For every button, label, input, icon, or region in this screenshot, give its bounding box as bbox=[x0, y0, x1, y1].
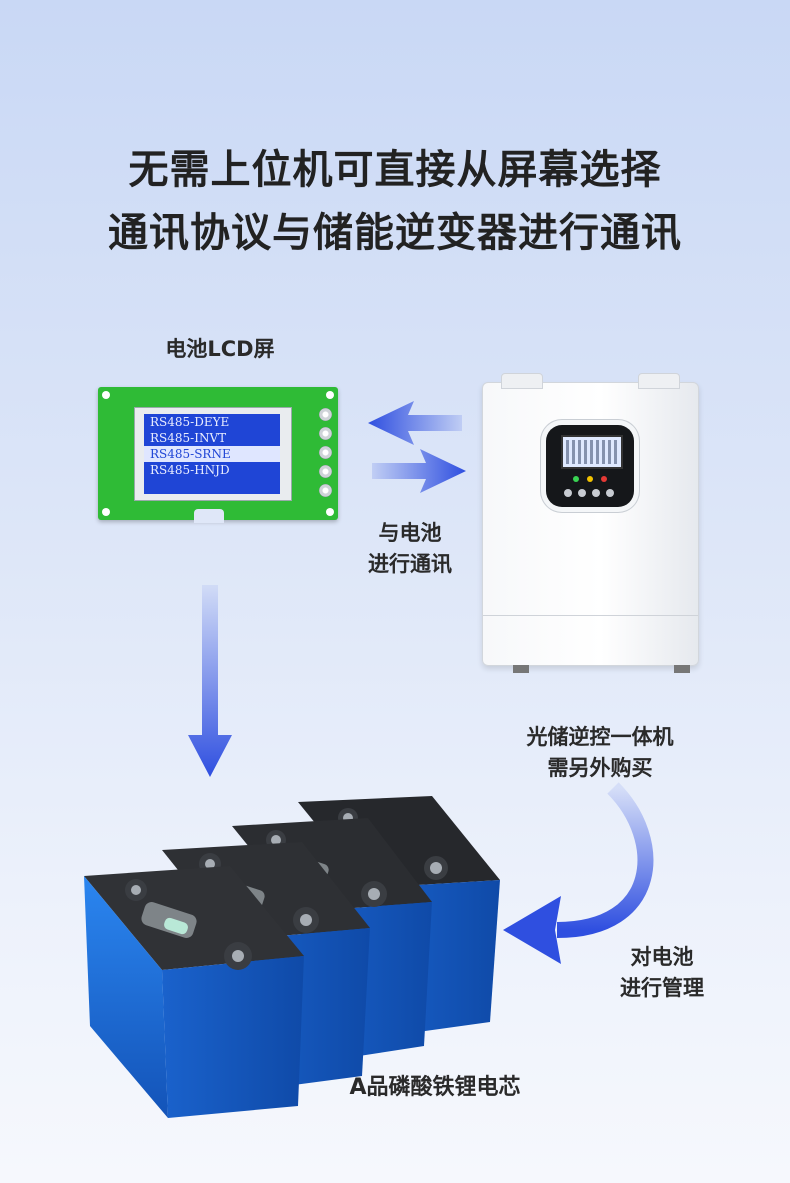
battery-label: A品磷酸铁锂电芯 bbox=[349, 1075, 521, 1100]
lcd-button[interactable] bbox=[319, 408, 332, 421]
arrow-left-icon bbox=[368, 401, 462, 445]
inverter-label-line-1: 光储逆控一体机 bbox=[526, 725, 674, 749]
lcd-protocol-row[interactable]: RS485-DEYE bbox=[150, 415, 230, 429]
comm-arrows bbox=[368, 401, 466, 493]
hybrid-inverter bbox=[482, 373, 699, 673]
arrow-down-icon bbox=[188, 585, 232, 777]
headline-line-2: 通讯协议与储能逆变器进行通讯 bbox=[108, 210, 682, 256]
lcd-button[interactable] bbox=[319, 465, 332, 478]
battery-pack bbox=[84, 796, 500, 1118]
lcd-board: RS485-DEYE RS485-INVT RS485-SRNE RS485-H… bbox=[98, 387, 338, 523]
lcd-frame: RS485-DEYE RS485-INVT RS485-SRNE RS485-H… bbox=[134, 407, 292, 501]
mount-hole bbox=[326, 508, 334, 516]
inverter-foot bbox=[674, 665, 690, 673]
inverter-control-panel bbox=[546, 425, 634, 507]
panel-key[interactable] bbox=[564, 489, 572, 497]
lcd-button[interactable] bbox=[319, 484, 332, 497]
manage-label-line-2: 进行管理 bbox=[620, 976, 704, 1000]
inverter-label: 光储逆控一体机 需另外购买 bbox=[500, 722, 700, 784]
status-led bbox=[587, 476, 593, 482]
battery-cell bbox=[84, 866, 304, 1118]
comm-label-line-1: 与电池 bbox=[378, 521, 442, 545]
manage-label-line-1: 对电池 bbox=[630, 945, 694, 969]
inverter-label-line-2: 需另外购买 bbox=[547, 756, 653, 780]
arrow-right-icon bbox=[372, 449, 466, 493]
arrow-down bbox=[188, 585, 232, 777]
manage-label: 对电池 进行管理 bbox=[592, 942, 732, 1004]
mount-hole bbox=[102, 391, 110, 399]
mount-ear bbox=[501, 373, 543, 389]
status-led bbox=[573, 476, 579, 482]
curved-arrow bbox=[503, 782, 654, 964]
mount-hole bbox=[326, 391, 334, 399]
lcd-caption: 电池LCD屏 bbox=[165, 337, 275, 361]
panel-key[interactable] bbox=[592, 489, 600, 497]
mount-ear bbox=[638, 373, 680, 389]
lcd-button[interactable] bbox=[319, 427, 332, 440]
lcd-protocol-row-selected[interactable]: RS485-SRNE bbox=[144, 446, 280, 462]
comm-label-line-2: 进行通讯 bbox=[368, 552, 452, 576]
lcd-button[interactable] bbox=[319, 446, 332, 459]
mount-hole bbox=[102, 508, 110, 516]
lcd-protocol-row[interactable]: RS485-INVT bbox=[150, 431, 227, 445]
curved-arrow-icon bbox=[503, 782, 654, 964]
status-led bbox=[601, 476, 607, 482]
board-notch bbox=[194, 509, 224, 523]
inverter-display bbox=[561, 435, 623, 469]
panel-key[interactable] bbox=[606, 489, 614, 497]
panel-key[interactable] bbox=[578, 489, 586, 497]
headline-line-1: 无需上位机可直接从屏幕选择 bbox=[128, 147, 662, 193]
lcd-screen: RS485-DEYE RS485-INVT RS485-SRNE RS485-H… bbox=[144, 414, 280, 494]
comm-label: 与电池 进行通讯 bbox=[330, 518, 490, 580]
inverter-seam bbox=[483, 615, 698, 616]
lcd-protocol-row[interactable]: RS485-HNJD bbox=[150, 463, 230, 477]
inverter-foot bbox=[513, 665, 529, 673]
